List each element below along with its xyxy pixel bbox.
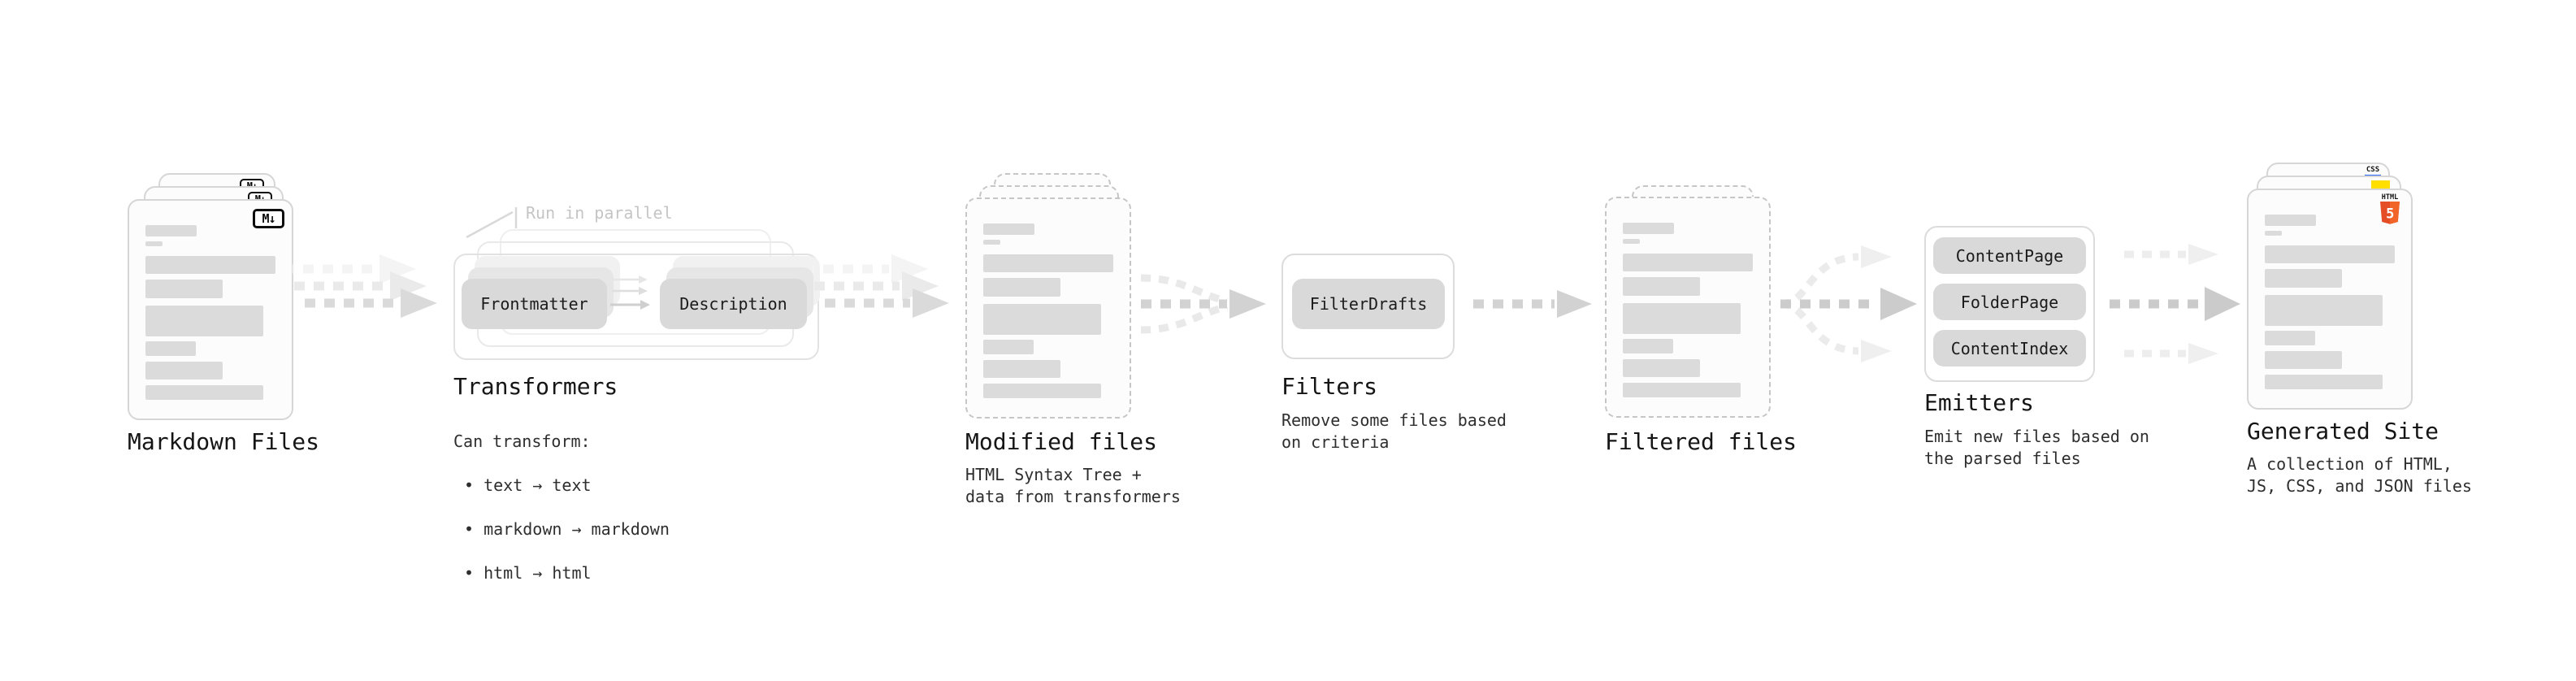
transformers-note-title: Can transform:: [453, 432, 591, 451]
doc-content-bars: [1623, 223, 1753, 397]
arrow-filters-to-filtered-icon: [1473, 290, 1592, 318]
run-in-parallel-connector-icon: [466, 207, 518, 239]
emitters-label: Emitters: [1924, 389, 2034, 416]
generated-site-description: A collection of HTML, JS, CSS, and JSON …: [2247, 454, 2472, 496]
transformer-node-description: Description: [660, 279, 807, 329]
transformers-bullet: • html → html: [464, 563, 592, 583]
doc-content-bars: [983, 223, 1113, 398]
js-icon: [2371, 180, 2390, 189]
transformer-node-frontmatter: Frontmatter: [462, 279, 607, 329]
generated-site-label: Generated Site: [2247, 418, 2439, 445]
markdown-files-label: Markdown Files: [128, 428, 320, 455]
emitter-node-contentpage: ContentPage: [1933, 237, 2086, 274]
filters-label: Filters: [1281, 373, 1378, 400]
emitter-node-contentindex: ContentIndex: [1933, 330, 2086, 367]
emitters-description: Emit new files based on the parsed files: [1924, 427, 2149, 468]
arrow-markdown-to-transformers-icon: [293, 254, 437, 318]
markdown-icon: M↓: [253, 209, 284, 228]
arrow-modified-to-filters-icon: [1140, 274, 1266, 334]
svg-text:5: 5: [2386, 206, 2394, 223]
arrow-filtered-to-emitters-icon: [1780, 245, 1917, 362]
doc-content-bars: [2265, 215, 2395, 389]
svg-text:HTML: HTML: [2382, 193, 2398, 202]
arrow-emitters-to-site-icon: [2110, 244, 2240, 364]
emitter-node-folderpage: FolderPage: [1933, 284, 2086, 320]
transformers-bullet: • text → text: [464, 475, 592, 495]
transformers-label: Transformers: [453, 373, 618, 400]
css-icon-label: CSS: [2366, 166, 2380, 174]
run-in-parallel-annotation: Run in parallel: [526, 203, 673, 223]
filtered-files-label: Filtered files: [1605, 428, 1798, 455]
modified-file-card-front: [965, 197, 1131, 419]
transform-flow-arrows-icon: [610, 275, 650, 310]
markdown-file-card-front: M↓: [128, 199, 293, 420]
filter-node-filterdrafts: FilterDrafts: [1292, 279, 1445, 329]
transformers-note: Can transform: • text → text • markdown …: [453, 409, 670, 606]
generated-file-card-html: HTML 5: [2247, 189, 2413, 410]
doc-content-bars: [145, 225, 275, 400]
html5-icon: HTML 5: [2380, 193, 2400, 224]
modified-files-description: HTML Syntax Tree + data from transformer…: [965, 465, 1181, 506]
modified-files-label: Modified files: [965, 428, 1158, 455]
arrow-transformers-to-modified-icon: [813, 254, 949, 318]
transformers-frame-front: [453, 254, 819, 360]
filtered-file-card-front: [1605, 197, 1771, 418]
transformers-bullet: • markdown → markdown: [464, 519, 670, 539]
filters-description: Remove some files based on criteria: [1281, 410, 1507, 452]
